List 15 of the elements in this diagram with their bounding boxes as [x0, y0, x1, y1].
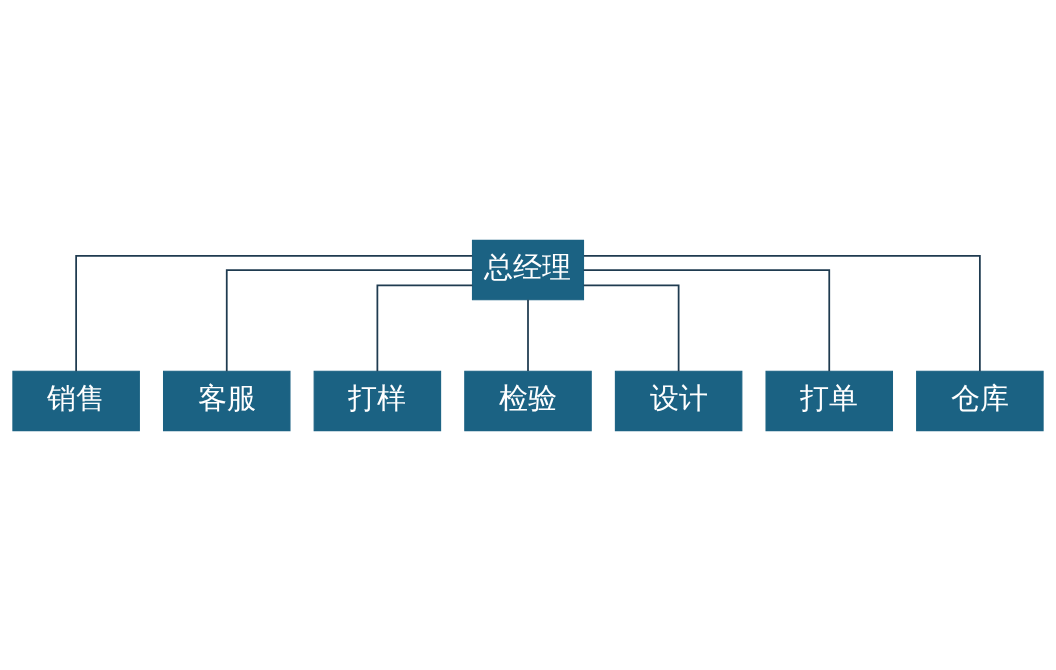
- node-box: 设计: [614, 370, 743, 431]
- node-box: 打样: [313, 370, 442, 431]
- node-box: 打单: [765, 370, 893, 431]
- node-box: 检验: [464, 370, 592, 431]
- connector: [225, 268, 474, 372]
- connector: [583, 254, 981, 372]
- node-box: 总经理: [471, 239, 585, 300]
- connector: [527, 298, 529, 372]
- connector: [582, 268, 831, 372]
- node-box: 客服: [163, 370, 291, 431]
- connector: [582, 284, 680, 372]
- node-box: 仓库: [916, 370, 1044, 431]
- node-box: 销售: [12, 370, 140, 431]
- connector: [75, 254, 473, 372]
- connector: [376, 284, 474, 372]
